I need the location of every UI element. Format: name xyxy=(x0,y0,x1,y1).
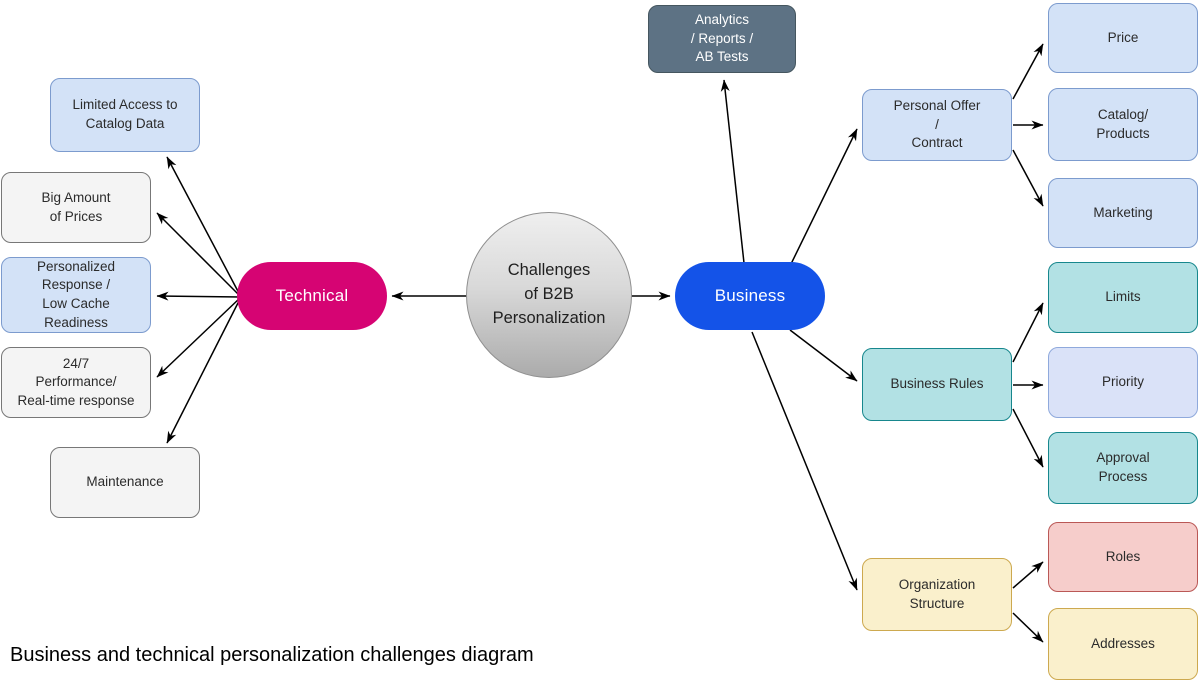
arrow-technical-to-big-amount xyxy=(156,212,242,298)
node-analytics-reports: Analytics / Reports / AB Tests xyxy=(648,5,796,73)
node-performance: 24/7 Performance/ Real-time response xyxy=(1,347,151,418)
node-organization-structure: Organization Structure xyxy=(862,558,1012,631)
node-limits: Limits xyxy=(1048,262,1198,333)
node-center-challenges: Challenges of B2B Personalization xyxy=(466,212,632,378)
arrow-rules-to-approval xyxy=(1012,408,1044,468)
diagram-caption: Business and technical personalization c… xyxy=(10,644,534,666)
arrow-org-to-addresses xyxy=(1012,612,1044,643)
arrow-technical-to-personalized xyxy=(156,291,242,301)
arrow-technical-to-maintenance xyxy=(166,296,242,444)
node-personalized-response: Personalized Response / Low Cache Readin… xyxy=(1,257,151,333)
node-catalog-products: Catalog/ Products xyxy=(1048,88,1198,161)
node-limited-access: Limited Access to Catalog Data xyxy=(50,78,200,152)
node-big-amount-of-prices: Big Amount of Prices xyxy=(1,172,151,243)
node-priority: Priority xyxy=(1048,347,1198,418)
arrow-org-to-roles xyxy=(1012,561,1044,589)
arrow-rules-to-limits xyxy=(1012,302,1044,363)
arrow-business-to-personal-offer xyxy=(790,128,858,265)
node-addresses: Addresses xyxy=(1048,608,1198,680)
arrow-technical-to-performance xyxy=(156,296,242,378)
arrow-offer-to-price xyxy=(1012,43,1044,100)
arrow-business-to-business-rules xyxy=(789,329,858,382)
node-roles: Roles xyxy=(1048,522,1198,592)
arrow-business-to-analytics xyxy=(720,79,745,264)
arrow-business-to-org-structure xyxy=(751,331,858,591)
node-marketing: Marketing xyxy=(1048,178,1198,248)
node-business-rules: Business Rules xyxy=(862,348,1012,421)
node-maintenance: Maintenance xyxy=(50,447,200,518)
node-personal-offer: Personal Offer / Contract xyxy=(862,89,1012,161)
node-technical: Technical xyxy=(237,262,387,330)
node-business: Business xyxy=(675,262,825,330)
arrow-technical-to-limited-access xyxy=(166,156,242,298)
node-approval-process: Approval Process xyxy=(1048,432,1198,504)
node-price: Price xyxy=(1048,3,1198,73)
arrow-offer-to-marketing xyxy=(1012,149,1044,207)
